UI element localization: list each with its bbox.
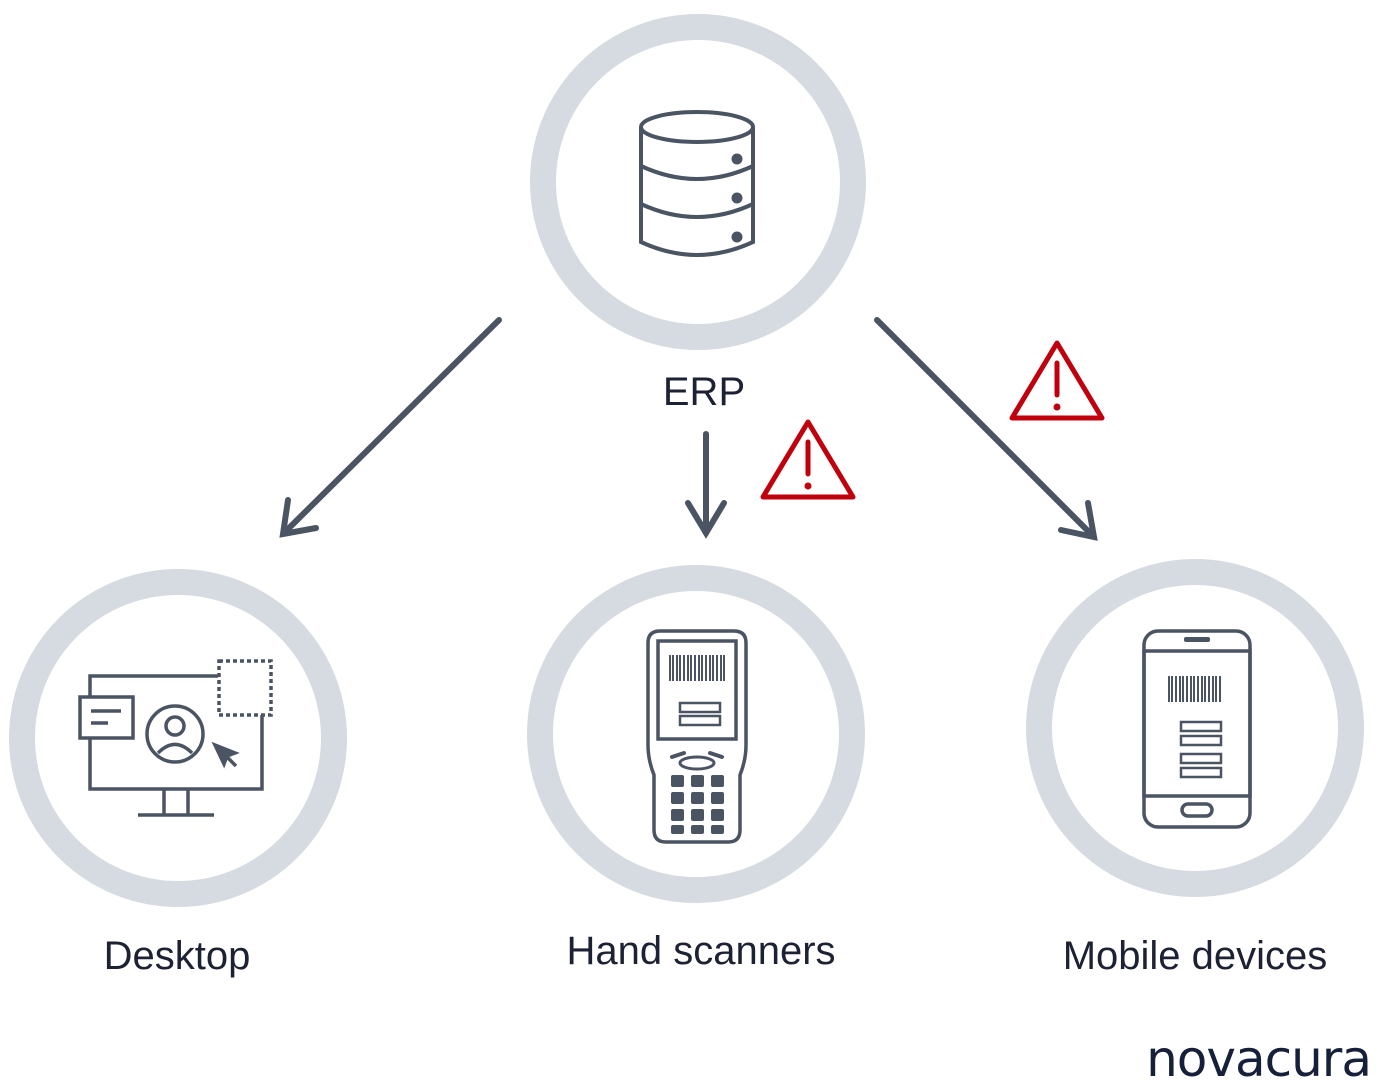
warning-icon-mobile [1012,343,1102,418]
desktop-label: Desktop [103,934,251,978]
database-icon [639,110,755,257]
arrow-erp-to-desktop [279,317,502,538]
mobile-node-ring [1026,559,1364,897]
arrow-erp-to-scanners [685,431,727,539]
smartphone-icon [1142,629,1252,829]
arrow-erp-to-mobile [874,317,1098,541]
hand-scanner-icon [646,629,748,844]
hand-scanners-label: Hand scanners [566,929,836,973]
desktop-node-ring [9,569,347,907]
novacura-logo: novacura [1146,1030,1372,1088]
desktop-monitor-icon [78,659,273,817]
scanners-node-ring [527,565,865,903]
erp-node-ring [530,14,866,350]
warning-icon-scanners [763,422,853,497]
erp-label: ERP [662,370,746,414]
mobile-devices-label: Mobile devices [1062,934,1328,978]
